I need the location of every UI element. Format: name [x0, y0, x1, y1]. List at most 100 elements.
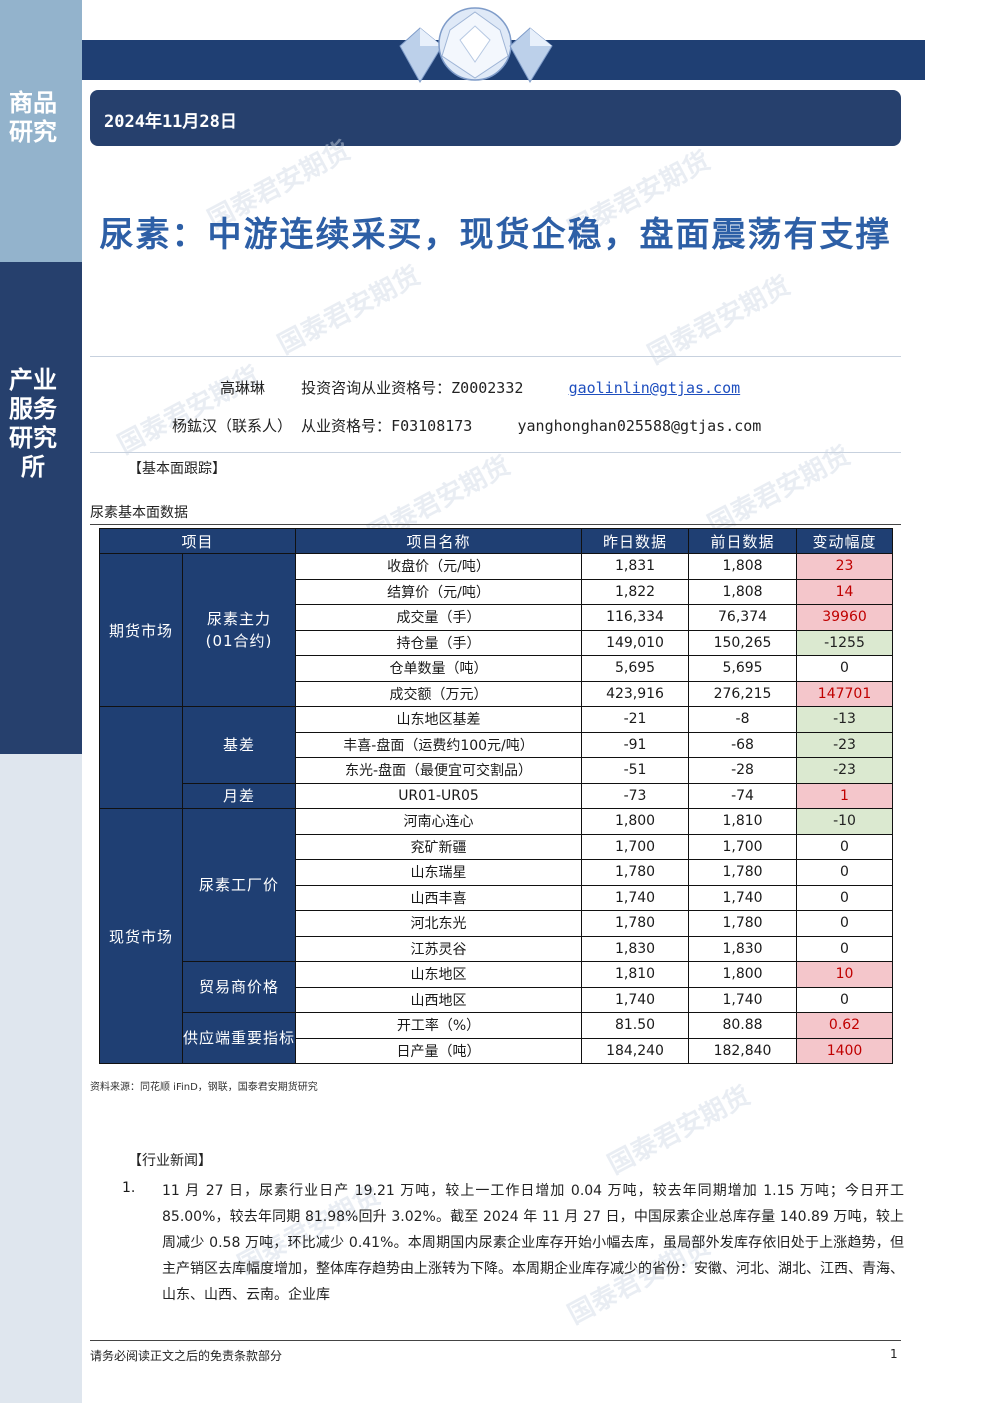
previous-value: 182,840	[688, 1037, 798, 1064]
table-row: 东光-盘面（最便宜可交割品） -51 -28 -23	[100, 757, 894, 784]
row-name: 河南心连心	[295, 808, 583, 835]
watermark: 国泰君安期货	[113, 360, 266, 461]
change-value: 23	[796, 553, 894, 580]
row-name: 东光-盘面（最便宜可交割品）	[295, 757, 583, 784]
group-basis: 基差	[181, 706, 297, 784]
table-row: 期货市场 尿素主力 (01合约) 收盘价（元/吨） 1,831 1,808 23	[99, 553, 894, 707]
table-row: 成交量（手） 116,334 76,374 39960	[100, 604, 894, 631]
sidebar-top-label: 商品研究	[9, 88, 57, 146]
yesterday-value: 1,740	[581, 884, 690, 911]
table-row: 仓单数量（吨） 5,695 5,695 0	[100, 655, 894, 682]
author-1: 高琳琳 投资咨询从业资格号：Z0002332 gaolinlin@gtjas.c…	[220, 377, 740, 398]
row-name: 山东地区基差	[295, 706, 583, 733]
group-supply-indicators: 供应端重要指标	[181, 1012, 297, 1064]
author-cert: Z0002332	[451, 379, 524, 397]
divider	[90, 452, 901, 453]
author-email-link[interactable]: gaolinlin@gtjas.com	[568, 379, 741, 397]
yesterday-value: 1,822	[581, 578, 690, 605]
group-main-contract: 尿素主力 (01合约)	[181, 553, 297, 707]
group-spread: 月差	[181, 782, 297, 809]
previous-value: 1,830	[688, 935, 798, 962]
date-bar: 2024年11月28日	[90, 90, 901, 146]
row-name: 成交量（手）	[295, 604, 583, 631]
previous-value: 1,700	[688, 833, 798, 860]
yesterday-value: 1,830	[581, 935, 690, 962]
data-source-note: 资料来源：同花顺 iFinD，钢联，国泰君安期货研究	[90, 1082, 318, 1093]
row-name: 山东地区	[295, 961, 583, 988]
watermark: 国泰君安期货	[273, 260, 426, 361]
table-row: 江苏灵谷 1,830 1,830 0	[100, 935, 894, 962]
news-item-text: 11 月 27 日，尿素行业日产 19.21 万吨，较上一工作日增加 0.04 …	[162, 1183, 904, 1303]
previous-value: -28	[688, 757, 798, 784]
change-value: 147701	[796, 680, 894, 707]
row-name: 持仓量（手）	[295, 629, 583, 656]
previous-value: -74	[688, 782, 798, 809]
yesterday-value: -51	[581, 757, 690, 784]
row-name: 成交额（万元）	[295, 680, 583, 707]
row-name: 江苏灵谷	[295, 935, 583, 962]
change-value: -23	[796, 757, 894, 784]
change-value: -23	[796, 731, 894, 758]
footer-disclaimer: 请务必阅读正文之后的免责条款部分	[90, 1349, 283, 1363]
previous-value: 1,808	[688, 553, 798, 580]
change-value: 0	[796, 655, 894, 682]
yesterday-value: 1,780	[581, 910, 690, 937]
row-name: 河北东光	[295, 910, 583, 937]
change-value: 0	[796, 833, 894, 860]
yesterday-value: 5,695	[581, 655, 690, 682]
category-futures: 期货市场	[99, 553, 183, 707]
author-name: 杨鈜汉（联系人）	[172, 417, 293, 435]
yesterday-value: 1,700	[581, 833, 690, 860]
watermark: 国泰君安期货	[603, 1080, 756, 1181]
row-name: 丰喜-盘面（运费约100元/吨）	[295, 731, 583, 758]
divider	[90, 524, 901, 525]
previous-value: 76,374	[688, 604, 798, 631]
change-value: 0	[796, 859, 894, 886]
sidebar-middle-block: 产业服务研究所	[0, 262, 82, 754]
yesterday-value: 149,010	[581, 629, 690, 656]
previous-value: 1,780	[688, 859, 798, 886]
table-header-row: 项目 项目名称 昨日数据 前日数据 变动幅度	[98, 528, 894, 554]
table-row: 山东瑞星 1,780 1,780 0	[100, 859, 894, 886]
divider	[90, 356, 901, 357]
table-caption: 尿素基本面数据	[90, 505, 188, 521]
change-value: 1400	[796, 1037, 894, 1064]
yesterday-value: 423,916	[581, 680, 690, 707]
row-name: 日产量（吨）	[295, 1037, 583, 1064]
yesterday-value: 1,810	[581, 961, 690, 988]
yesterday-value: 1,780	[581, 859, 690, 886]
row-name: 收盘价（元/吨）	[295, 553, 583, 580]
change-value: -13	[796, 706, 894, 733]
change-value: 14	[796, 578, 894, 605]
change-value: 0	[796, 935, 894, 962]
table-row: 成交额（万元） 423,916 276,215 147701	[100, 680, 894, 707]
yesterday-value: 184,240	[581, 1037, 690, 1064]
previous-value: 1,800	[688, 961, 798, 988]
change-value: 0	[796, 884, 894, 911]
author-email[interactable]: yanghonghan025588@gtjas.com	[517, 417, 762, 435]
previous-value: 1,740	[688, 884, 798, 911]
yesterday-value: 1,740	[581, 986, 690, 1013]
column-header: 项目	[98, 528, 297, 554]
previous-value: 80.88	[688, 1012, 798, 1039]
table-row: 供应端重要指标 开工率（%） 81.50 80.88 0.62	[100, 1012, 894, 1064]
change-value: 1	[796, 782, 894, 809]
section-heading-news: 【行业新闻】	[128, 1153, 212, 1169]
row-name: 结算价（元/吨）	[295, 578, 583, 605]
fundamentals-table: 项目 项目名称 昨日数据 前日数据 变动幅度 期货市场 尿素主力 (01合约) …	[98, 528, 894, 1064]
row-name: 开工率（%）	[295, 1012, 583, 1039]
author-name: 高琳琳	[220, 379, 266, 397]
table-row: 现货市场 尿素工厂价 河南心连心 1,800 1,810 -10	[99, 808, 894, 1064]
previous-value: -8	[688, 706, 798, 733]
change-value: 10	[796, 961, 894, 988]
yesterday-value: 116,334	[581, 604, 690, 631]
change-value: 39960	[796, 604, 894, 631]
row-name: 山西地区	[295, 986, 583, 1013]
report-date: 2024年11月28日	[104, 112, 237, 132]
column-header: 项目名称	[295, 528, 583, 554]
group-factory-price: 尿素工厂价	[181, 808, 297, 962]
table-row: 结算价（元/吨） 1,822 1,808 14	[100, 578, 894, 605]
yesterday-value: 1,800	[581, 808, 690, 835]
row-name: UR01-UR05	[295, 782, 583, 809]
group-trader-price: 贸易商价格	[181, 961, 297, 1013]
